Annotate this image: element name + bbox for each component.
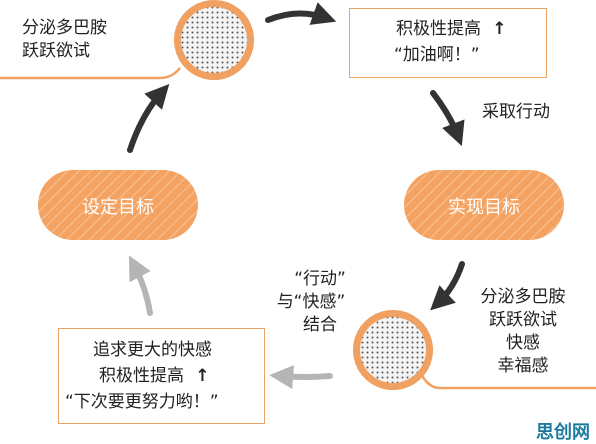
arrow-topbox-to-achieve-icon: [430, 90, 465, 147]
bottom-neuron-icon: [353, 310, 433, 390]
top-left-line2: 跃跃欲试: [22, 41, 90, 61]
top-box-line1: 积极性提高 ↑: [396, 18, 507, 41]
top-left-line1: 分泌多巴胺: [22, 18, 107, 38]
middle-line1: “行动”: [294, 269, 346, 289]
bottom-box: 追求更大的快感 积极性提高 ↑ “下次要更努力哟！”: [58, 328, 265, 424]
right-action-label: 采取行动: [482, 102, 550, 122]
top-baseline: [0, 67, 181, 80]
arrow-neuron-to-topbox-icon: [265, 2, 337, 25]
middle-text: “行动” 与“快感” 结合: [270, 268, 370, 337]
arrow-setgoal-to-neuron-icon: [127, 84, 170, 153]
bottom-box-line3: “下次要更努力哟！”: [65, 392, 219, 412]
pill-achieve-goal-label: 实现目标: [448, 197, 520, 218]
middle-line2: 与“快感”: [276, 292, 346, 312]
up-arrow-icon: ↑: [492, 19, 507, 39]
arrow-bottombox-to-setgoal-icon: [129, 255, 153, 316]
bottom-right-text: 分泌多巴胺 跃跃欲试 快感 幸福感: [467, 286, 579, 378]
bottom-box-line1: 追求更大的快感: [93, 340, 212, 360]
bottom-box-line2-text: 积极性提高: [99, 366, 184, 386]
top-box-line2: “加油啊！”: [394, 45, 480, 65]
middle-line3: 结合: [303, 315, 337, 335]
bottom-right-line2: 跃跃欲试: [489, 310, 557, 330]
pill-set-goal-label: 设定目标: [82, 197, 154, 218]
up-arrow-icon-2: ↑: [195, 366, 210, 386]
pill-set-goal-shape: [38, 170, 198, 240]
bottom-right-line4: 幸福感: [497, 356, 549, 376]
arrow-neuron-to-bottombox-icon: [269, 365, 333, 390]
top-box-line1-text: 积极性提高: [396, 19, 481, 39]
arrow-achieve-to-neuron-icon: [430, 261, 465, 311]
top-left-text: 分泌多巴胺 跃跃欲试: [22, 17, 107, 63]
bottom-box-line2: 积极性提高 ↑: [99, 365, 210, 388]
top-box: 积极性提高 ↑ “加油啊！”: [349, 8, 547, 78]
bottom-right-line3: 快感: [506, 333, 540, 353]
top-neuron-icon: [174, 0, 254, 80]
pill-achieve-goal-shape: [404, 170, 564, 240]
watermark: 思创网: [536, 422, 590, 443]
bottom-right-line1: 分泌多巴胺: [480, 287, 566, 307]
